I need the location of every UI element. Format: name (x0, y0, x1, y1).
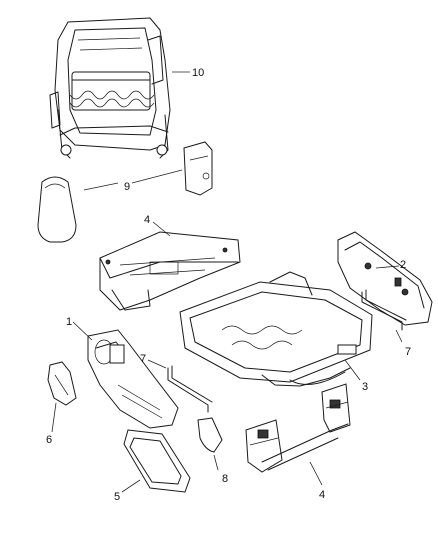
callout-8: 8 (222, 473, 228, 485)
callout-3: 3 (362, 381, 368, 393)
callout-4-bottom: 4 (319, 489, 325, 501)
back-panel-cover (37, 176, 77, 243)
inboard-side-panel (337, 231, 433, 326)
callout-1: 1 (66, 316, 72, 328)
callout-9: 9 (124, 181, 130, 193)
seat-adjuster-frame (179, 271, 373, 387)
wire-loop (197, 417, 223, 453)
callout-7-left: 7 (140, 353, 146, 365)
seat-wire-right (361, 289, 407, 331)
callout-5: 5 (114, 491, 120, 503)
seat-back-frame (49, 17, 171, 159)
callout-4-top: 4 (144, 214, 150, 226)
callout-10: 10 (192, 67, 204, 79)
outboard-side-shield (87, 329, 179, 429)
callout-7-right: 7 (405, 346, 411, 358)
callout-labels: 10 9 4 2 1 7 3 7 6 5 8 4 (46, 67, 411, 503)
lower-seat-track (245, 383, 351, 473)
callout-6: 6 (46, 434, 52, 446)
seat-riser-pan (99, 231, 241, 311)
callout-2: 2 (400, 259, 406, 271)
recliner-handle (47, 361, 77, 406)
side-trim-piece (183, 141, 213, 196)
leader-lines (51, 71, 403, 493)
trim-bezel (123, 429, 191, 493)
seat-wire-left (167, 365, 213, 413)
